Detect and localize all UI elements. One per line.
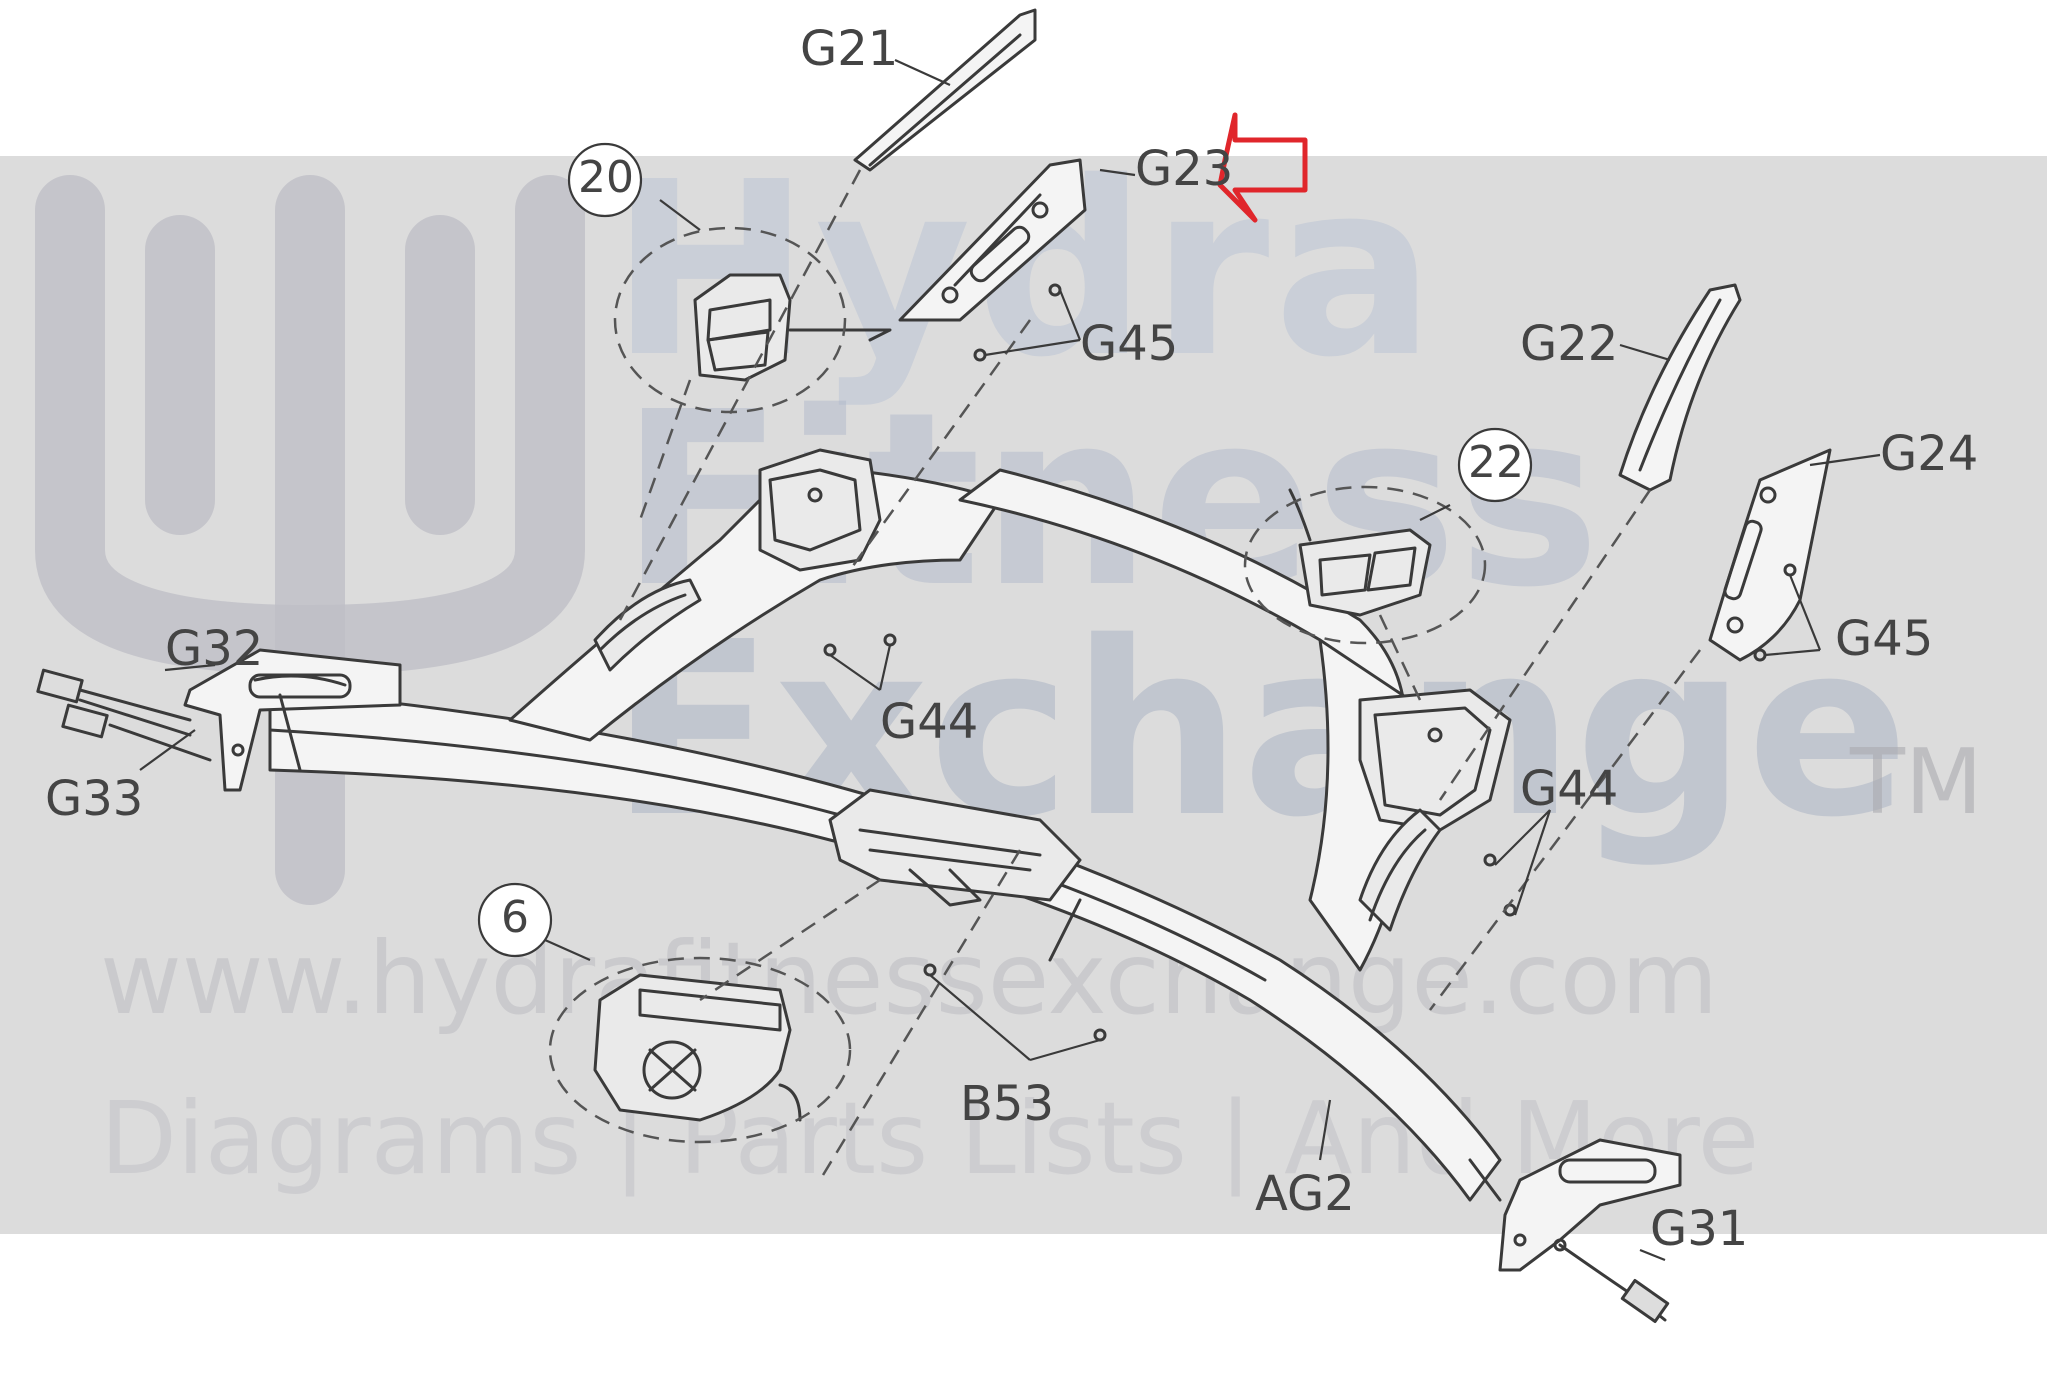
watermark-trademark: TM bbox=[1850, 730, 1983, 835]
callout-number-22: 22 bbox=[1468, 437, 1524, 488]
label-b53: B53 bbox=[960, 1076, 1055, 1132]
label-ag2: AG2 bbox=[1255, 1166, 1355, 1222]
label-g45-right: G45 bbox=[1835, 611, 1934, 667]
part-g21 bbox=[853, 8, 1037, 172]
callout-number-20: 20 bbox=[578, 152, 634, 203]
label-g31: G31 bbox=[1650, 1201, 1749, 1257]
label-g44-left: G44 bbox=[880, 694, 979, 750]
highlight-arrow-icon bbox=[1217, 112, 1308, 223]
brand-logo-icon bbox=[35, 175, 585, 905]
watermark-url: www.hydrafitnessexchange.com bbox=[100, 920, 1719, 1037]
frame-ag2 bbox=[183, 648, 1682, 1272]
center-console-pod bbox=[828, 788, 1082, 907]
label-g33: G33 bbox=[45, 771, 144, 827]
label-g23: G23 bbox=[1135, 141, 1234, 197]
label-g44-right: G44 bbox=[1520, 761, 1619, 817]
left-upright-arm bbox=[508, 448, 1002, 742]
label-g24: G24 bbox=[1880, 426, 1979, 482]
part-g22 bbox=[1618, 283, 1742, 492]
part-g23 bbox=[898, 158, 1087, 322]
label-g32: G32 bbox=[165, 621, 264, 677]
label-g45-top: G45 bbox=[1080, 316, 1179, 372]
right-upright-arm bbox=[958, 468, 1512, 972]
label-g21: G21 bbox=[800, 21, 899, 77]
label-g22: G22 bbox=[1520, 316, 1619, 372]
keypad-6 bbox=[593, 973, 792, 1122]
callout-number-6: 6 bbox=[501, 892, 529, 943]
